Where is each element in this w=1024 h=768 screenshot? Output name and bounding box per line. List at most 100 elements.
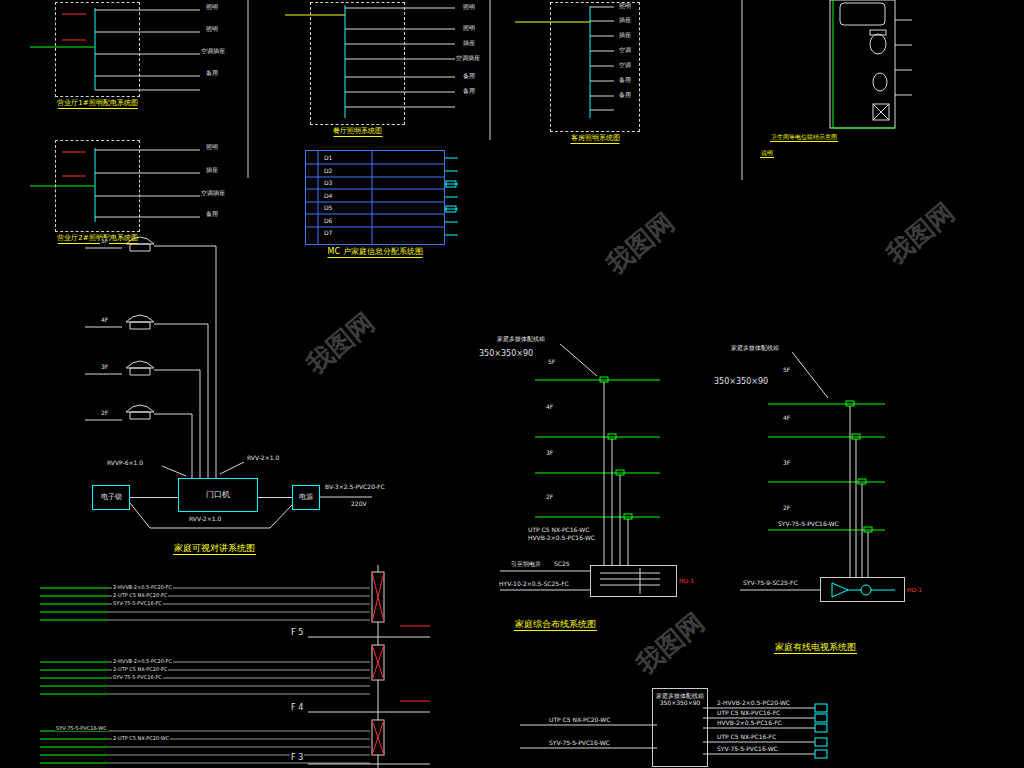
cable-label: 2-UTP C5 NX-PC20-FC	[112, 667, 168, 672]
cable-label: 5F	[547, 359, 556, 365]
box-label: 350×350×90	[660, 700, 701, 707]
cable-label: 2-HVVB-2×0.5-PC20-WC	[716, 700, 791, 706]
cable-connector	[130, 497, 178, 498]
watermark: 我图网	[881, 197, 959, 268]
media-box-wiring-stroke	[815, 704, 827, 712]
panel-wiring-stroke	[742, 0, 743, 180]
cable-label: 空调	[618, 62, 632, 68]
cable-label: SYV-75-5-PVC16-WC	[55, 726, 108, 731]
floor-riser-stroke	[400, 626, 430, 701]
catv-riser-stroke	[850, 406, 868, 577]
cable-label: RVV-2×1.0	[188, 516, 222, 522]
box-label: 电子锁	[101, 493, 122, 501]
cable-label: 3F	[545, 450, 554, 456]
cable-label: UTP C5 NX-PC16-FC	[716, 734, 777, 740]
bathroom-plan-stroke	[895, 20, 912, 95]
floor-riser-stroke	[40, 731, 108, 763]
panel-wiring-stroke	[490, 0, 491, 140]
cable-label: F 3	[290, 754, 304, 762]
cable-label: 2F	[545, 494, 554, 500]
cable-label: 照明	[205, 144, 219, 150]
cable-label: HYV-10-2×0.5-SC25-FC	[498, 581, 570, 587]
info-table-lines-stroke	[445, 158, 458, 235]
floor-riser-stroke	[372, 720, 384, 755]
media-box: 家庭多媒体配线箱350×350×90	[652, 688, 708, 767]
bathroom-plan	[830, 0, 912, 128]
cable-label: D3	[323, 180, 333, 186]
cable-label: SYV-75-5-PVC16-FC	[112, 675, 163, 680]
caption-holder: 餐厅照明系统图	[333, 127, 382, 137]
floor-riser-stroke	[372, 572, 384, 622]
diagram-title: MC 户家庭信息分配系统图	[327, 247, 422, 258]
cable-label: 照明	[462, 4, 476, 10]
cable-label: UTP C5 NX-PC20-WC	[548, 717, 611, 723]
diagram-title: 说明	[760, 150, 774, 158]
cabling-riser-stroke	[616, 470, 624, 475]
panel-wiring-stroke	[345, 5, 346, 118]
caption-holder: 客房照明系统图	[571, 134, 620, 144]
bathroom-plan-stroke	[830, 0, 895, 128]
media-box: HD-1	[590, 565, 677, 597]
bathroom-plan-stroke	[833, 0, 895, 128]
cable-label: SYV-75-9-SC25-FC	[742, 580, 799, 586]
diagram-title: 客房照明系统图	[571, 134, 620, 144]
cable-label: D6	[323, 218, 333, 224]
intercom-wiring-stroke	[126, 315, 154, 329]
panel-wiring-stroke	[30, 47, 95, 48]
intercom-wiring-stroke	[126, 361, 154, 375]
cable-label: 2-HVVB-2×0.5-PC20-FC	[112, 659, 173, 664]
bathroom-plan-stroke	[870, 34, 886, 54]
cable-label: RVV-2×1.0	[246, 455, 280, 461]
catv-riser-stroke	[792, 352, 828, 398]
cable-label: 2-HVVB-2×0.5-PC20-FC	[112, 585, 173, 590]
cabling-riser-stroke	[600, 568, 660, 594]
catv-riser-stroke	[832, 583, 848, 597]
cable-connector	[258, 497, 292, 498]
cable-label: 4F	[545, 404, 554, 410]
cable-label: 备用	[205, 211, 219, 217]
floor-riser-stroke	[372, 572, 384, 622]
cable-label: 照明	[462, 25, 476, 31]
catv-riser-stroke	[864, 527, 872, 532]
cable-label: D7	[323, 230, 333, 236]
cable-label: 空调插座	[200, 48, 226, 54]
cable-label: BV-3×2.5-PVC20-FC	[324, 484, 386, 490]
power-box: 电源	[292, 485, 320, 510]
cable-label: 照明	[205, 26, 219, 32]
catv-riser-stroke	[740, 590, 820, 591]
cable-label: F 5	[290, 629, 304, 637]
diagram-title: 营业厅1#照明配电系统图	[57, 99, 137, 109]
catv-riser-stroke	[861, 585, 871, 595]
bathroom-plan-stroke	[840, 3, 885, 25]
cable-label: 插座	[462, 40, 476, 46]
distribution-panel: 餐厅照明系统图	[310, 2, 405, 125]
amplifier-box: HD-1	[820, 577, 905, 602]
panel-wiring-stroke	[62, 14, 86, 40]
cabling-riser	[500, 344, 660, 594]
caption-holder: MC 户家庭信息分配系统图	[327, 247, 422, 258]
media-box-wiring-stroke	[520, 725, 657, 748]
intercom-wiring-stroke	[154, 246, 216, 478]
intercom-wiring-stroke	[85, 248, 122, 420]
catv-riser-stroke	[846, 401, 854, 406]
caption-holder: 营业厅2#照明配电系统图	[57, 234, 137, 244]
box-label: 电源	[299, 493, 313, 501]
cable-label: D4	[323, 193, 333, 199]
floor-riser-stroke	[40, 662, 108, 694]
panel-wiring-stroke	[590, 6, 591, 118]
panel-wiring-stroke	[345, 8, 455, 107]
cable-label: SYV-75-5-PVC16-WC	[716, 746, 779, 752]
diagram-title: 家庭有线电视系统图	[774, 643, 857, 654]
watermark: 我图网	[301, 307, 379, 378]
intercom-wiring-stroke	[130, 503, 292, 528]
catv-riser-stroke	[852, 434, 860, 439]
cable-label: 2-UTP C5 NX-PC20-FC	[112, 593, 168, 598]
floor-riser-stroke	[372, 720, 384, 755]
panel-wiring-stroke	[30, 186, 95, 187]
door-unit-box: 门口机	[178, 478, 258, 512]
cable-label: 3F	[782, 460, 791, 466]
cabling-riser-stroke	[604, 382, 628, 565]
floor-riser-stroke	[372, 645, 384, 680]
